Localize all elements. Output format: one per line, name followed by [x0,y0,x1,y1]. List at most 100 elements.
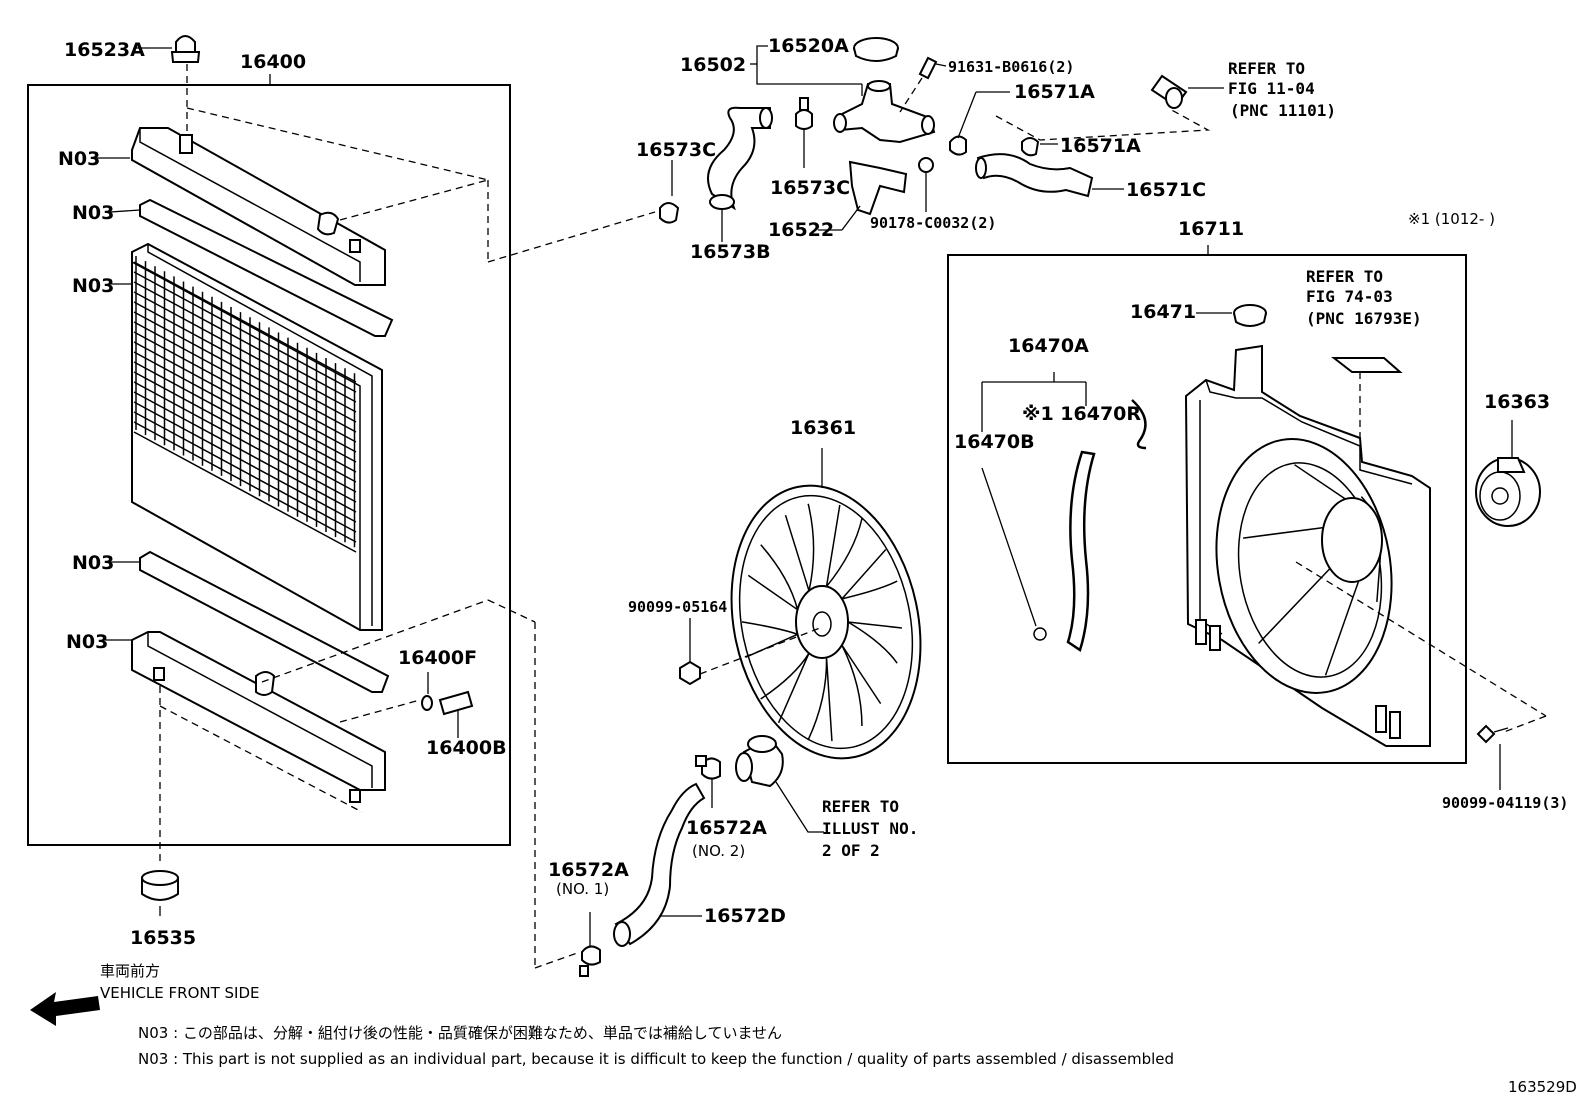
hose-16571C [975,153,1124,198]
fan-blade [825,504,863,588]
label-16363: 16363 [1484,391,1550,413]
core-fins [133,256,357,553]
clip-16571A-upper [949,91,1010,156]
bushing-16535 [141,870,179,916]
core-fin-horizontal [133,371,357,493]
radiator-cap-16523A [170,35,201,140]
radiator-upper-tank [131,107,489,286]
label-16470R: ※1 16470R [1022,403,1141,425]
shroud-spoke [1258,568,1331,644]
label-16400B: 16400B [426,737,507,759]
label-n03-lower-tank: N03 [66,631,108,653]
fan-blade [760,652,810,724]
core-fin-horizontal [133,401,357,523]
hose-16470R [1066,399,1147,652]
shroud-spoke [1243,526,1324,539]
ref-fig-74-03-line2: FIG 74-03 [1306,287,1393,306]
ref-fig-11-04-line3: (PNC 11101) [1230,101,1336,120]
fan-blade [847,621,902,664]
fan-blade [784,503,815,592]
shroud-spokes [1243,464,1382,676]
pipe-fig-11-04 [1150,74,1224,109]
core-fin-horizontal [133,411,357,533]
label-16573B: 16573B [690,241,771,263]
core-fin-horizontal [133,361,357,483]
label-16523A: 16523A [64,39,145,61]
reservoir-cap-16471 [1196,304,1267,327]
label-16571A-upper: 16571A [1014,81,1095,103]
orientation-note: 車両前方 VEHICLE FRONT SIDE [100,962,260,1002]
filler-neck-16502 [833,80,936,144]
core-fin-horizontal [133,321,357,443]
core-fin-horizontal [133,271,357,393]
bolt-90099-04119 [1476,724,1509,790]
figure-id: 163529D [1508,1078,1577,1096]
core-fin-horizontal [133,281,357,403]
label-n03-upper-gasket: N03 [72,202,114,224]
label-16502: 16502 [680,54,746,76]
shroud-spoke [1294,464,1346,500]
lower-gasket [139,550,390,693]
label-16470A: 16470A [1008,335,1089,357]
ref-illust-line2: ILLUST NO. [822,819,918,838]
label-16522: 16522 [768,219,834,241]
label-16470B: 16470B [954,431,1035,453]
label-16471: 16471 [1130,301,1196,323]
tag-fig-74-03 [1331,357,1403,373]
clip-16572A-no2 [695,755,721,808]
ref-fig-74-03-line3: (PNC 16793E) [1306,309,1422,328]
vehicle-front-en: VEHICLE FRONT SIDE [100,984,260,1002]
vehicle-front-arrow-icon [30,992,100,1026]
note-n03-en: N03 : This part is not supplied as an in… [138,1050,1174,1068]
shroud-assembly-frame [947,254,1467,764]
upper-gasket [139,198,394,337]
label-n03-upper-tank: N03 [58,148,100,170]
bracket-16470A [981,372,1087,432]
ref-illust-line1: REFER TO [822,797,899,816]
label-16572A-no2-sub: (NO. 2) [692,842,745,860]
nut-90099-05164 [679,618,821,686]
label-16572A-no2: 16572A [686,817,767,839]
label-90099-05164: 90099-05164 [628,598,727,616]
label-16711: 16711 [1178,218,1244,240]
label-16400F: 16400F [398,647,477,669]
drain-cock-16400B [421,672,474,738]
label-16361: 16361 [790,417,856,439]
shroud-spoke [1360,496,1375,512]
core-fin-horizontal [133,311,357,433]
part-labels: 16523A 16400 N03 N03 N03 N03 N03 16400F … [58,35,1568,949]
core-fin-horizontal [133,421,357,543]
core-fin-horizontal [133,301,357,423]
label-n03-lower-gasket: N03 [72,552,114,574]
core-fin-horizontal [133,291,357,413]
ref-fig-11-04-line1: REFER TO [1228,59,1305,78]
clip-16573C-left [659,160,680,224]
ref-fig-74-03-line1: REFER TO [1306,267,1383,286]
bolt-91631 [899,56,947,113]
note-n03-jp: N03 : この部品は、分解・組付け後の性能・品質確保が困難なため、単品では補給… [138,1024,782,1042]
label-16520A: 16520A [768,35,849,57]
bracket-16522 [848,160,908,216]
hose-16470B [981,467,1047,641]
label-16571A-lower: 16571A [1060,135,1141,157]
hose-16572D [613,782,706,947]
radiator-assembly-frame [27,84,511,846]
filler-cap-16520A [853,37,899,62]
label-91631: 91631-B0616(2) [948,58,1074,76]
label-90178: 90178-C0032(2) [870,214,996,232]
core-fin-horizontal [133,431,357,553]
fan-blade [747,544,799,611]
reference-notes: REFER TO FIG 11-04 (PNC 11101) REFER TO … [822,59,1422,860]
label-16572D: 16572D [704,905,786,927]
label-16400: 16400 [240,51,306,73]
radiator-lower-tank [131,599,489,862]
fan-blade [841,549,898,600]
label-16573C-right: 16573C [770,177,850,199]
label-n03-core: N03 [72,275,114,297]
fan-blade [741,621,798,659]
fan-shroud [1184,344,1547,747]
ref-fig-11-04-line2: FIG 11-04 [1228,79,1315,98]
fan-blades [741,503,902,742]
